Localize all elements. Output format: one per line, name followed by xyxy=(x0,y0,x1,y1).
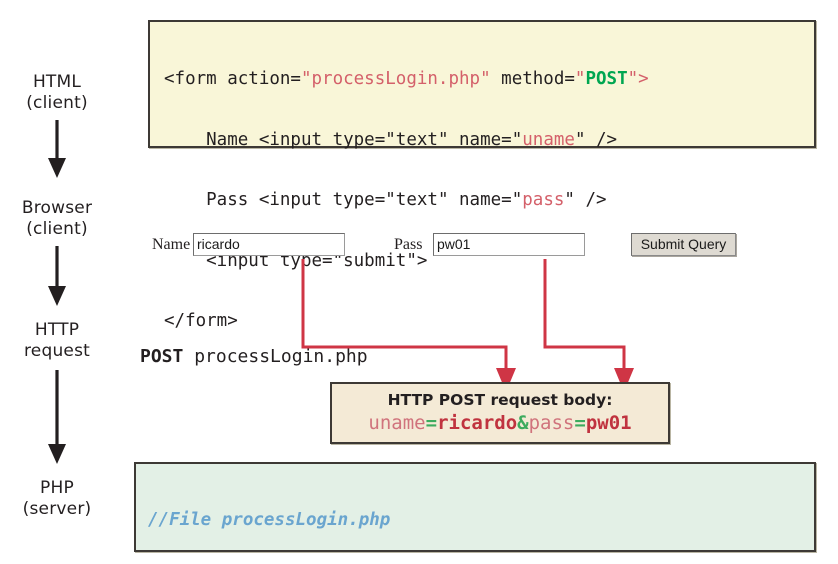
flow-step-http: HTTP request xyxy=(0,320,122,362)
body-eq-2: = xyxy=(574,412,586,434)
flow-step-php: PHP (server) xyxy=(0,478,122,520)
http-post-body-title: HTTP POST request body: xyxy=(387,391,613,409)
html-code-line-5: </form> xyxy=(164,311,238,331)
flow-step-browser: Browser (client) xyxy=(0,198,122,240)
html-code-line-3-c: name= xyxy=(448,190,512,210)
down-arrow-icon-2 xyxy=(48,246,66,306)
name-input[interactable]: ricardo xyxy=(193,233,345,256)
pass-input[interactable]: pw01 xyxy=(433,233,585,256)
flow-step-html-line2: (client) xyxy=(26,93,88,113)
post-request-line: POST processLogin.php xyxy=(140,346,368,367)
body-val-ricardo: ricardo xyxy=(437,412,518,434)
html-code-line-3: Pass <input type="text" name="pass" /> xyxy=(164,189,814,212)
flow-step-html: HTML (client) xyxy=(0,72,122,114)
flow-step-browser-line2: (client) xyxy=(26,219,88,239)
flow-step-http-line1: HTTP xyxy=(34,320,80,340)
body-key-pass: pass xyxy=(528,412,575,434)
submit-query-button[interactable]: Submit Query xyxy=(631,233,736,256)
html-code-line-2-b: "text" xyxy=(385,129,449,150)
flow-step-html-line1: HTML xyxy=(32,72,82,92)
html-code-line-1-c: method= xyxy=(490,69,575,89)
html-code-line-3-b: "text" xyxy=(385,190,449,210)
flow-step-browser-line1: Browser xyxy=(21,198,93,218)
post-request-verb: POST xyxy=(140,346,184,367)
html-code-line-3-e: pass xyxy=(522,190,565,210)
html-code-line-2-a: Name <input type= xyxy=(164,129,386,150)
html-code-line-3-f: " /> xyxy=(564,190,607,210)
post-request-target: processLogin.php xyxy=(183,346,368,367)
body-ampersand: & xyxy=(517,412,529,434)
html-code-line-1-e: POST xyxy=(585,69,628,89)
http-post-body-value: uname=ricardo&pass=pw01 xyxy=(332,411,668,435)
body-key-uname: uname xyxy=(368,412,426,434)
flow-step-php-line1: PHP xyxy=(40,478,74,498)
html-code-line-3-d: " xyxy=(511,190,523,210)
html-code-line-2-c: name= xyxy=(448,129,512,150)
body-eq-1: = xyxy=(425,412,438,434)
http-post-body-box: HTTP POST request body: uname=ricardo&pa… xyxy=(330,382,670,444)
php-code-line-1: //File processLogin.php xyxy=(148,510,391,530)
html-code-line-2-e: uname xyxy=(522,129,575,150)
html-code-line-1-b: "processLogin.php" xyxy=(300,69,491,89)
html-code-line-2-f: " /> xyxy=(574,129,618,150)
down-arrow-icon-1 xyxy=(48,120,66,178)
pass-field-label: Pass xyxy=(394,236,423,253)
html-code-line-1-a: <form action= xyxy=(164,69,301,89)
html-code-line-3-a: Pass <input type= xyxy=(164,190,386,210)
html-code-line-1: <form action="processLogin.php" method="… xyxy=(164,68,814,91)
html-code-line-1-d: " xyxy=(574,69,586,89)
html-code-block: <form action="processLogin.php" method="… xyxy=(148,20,816,331)
down-arrow-icon-3 xyxy=(48,370,66,464)
html-code-line-1-f: "> xyxy=(627,69,649,89)
flow-step-php-line2: (server) xyxy=(22,499,92,519)
php-code-block: //File processLogin.php echo $_POST["una… xyxy=(134,462,816,552)
html-code-line-2-d: " xyxy=(511,129,523,150)
body-val-pw01: pw01 xyxy=(585,412,632,434)
flow-step-http-line2: request xyxy=(23,341,91,361)
html-code-line-2: Name <input type="text" name="uname" /> xyxy=(164,129,814,152)
name-field-label: Name xyxy=(152,236,191,253)
